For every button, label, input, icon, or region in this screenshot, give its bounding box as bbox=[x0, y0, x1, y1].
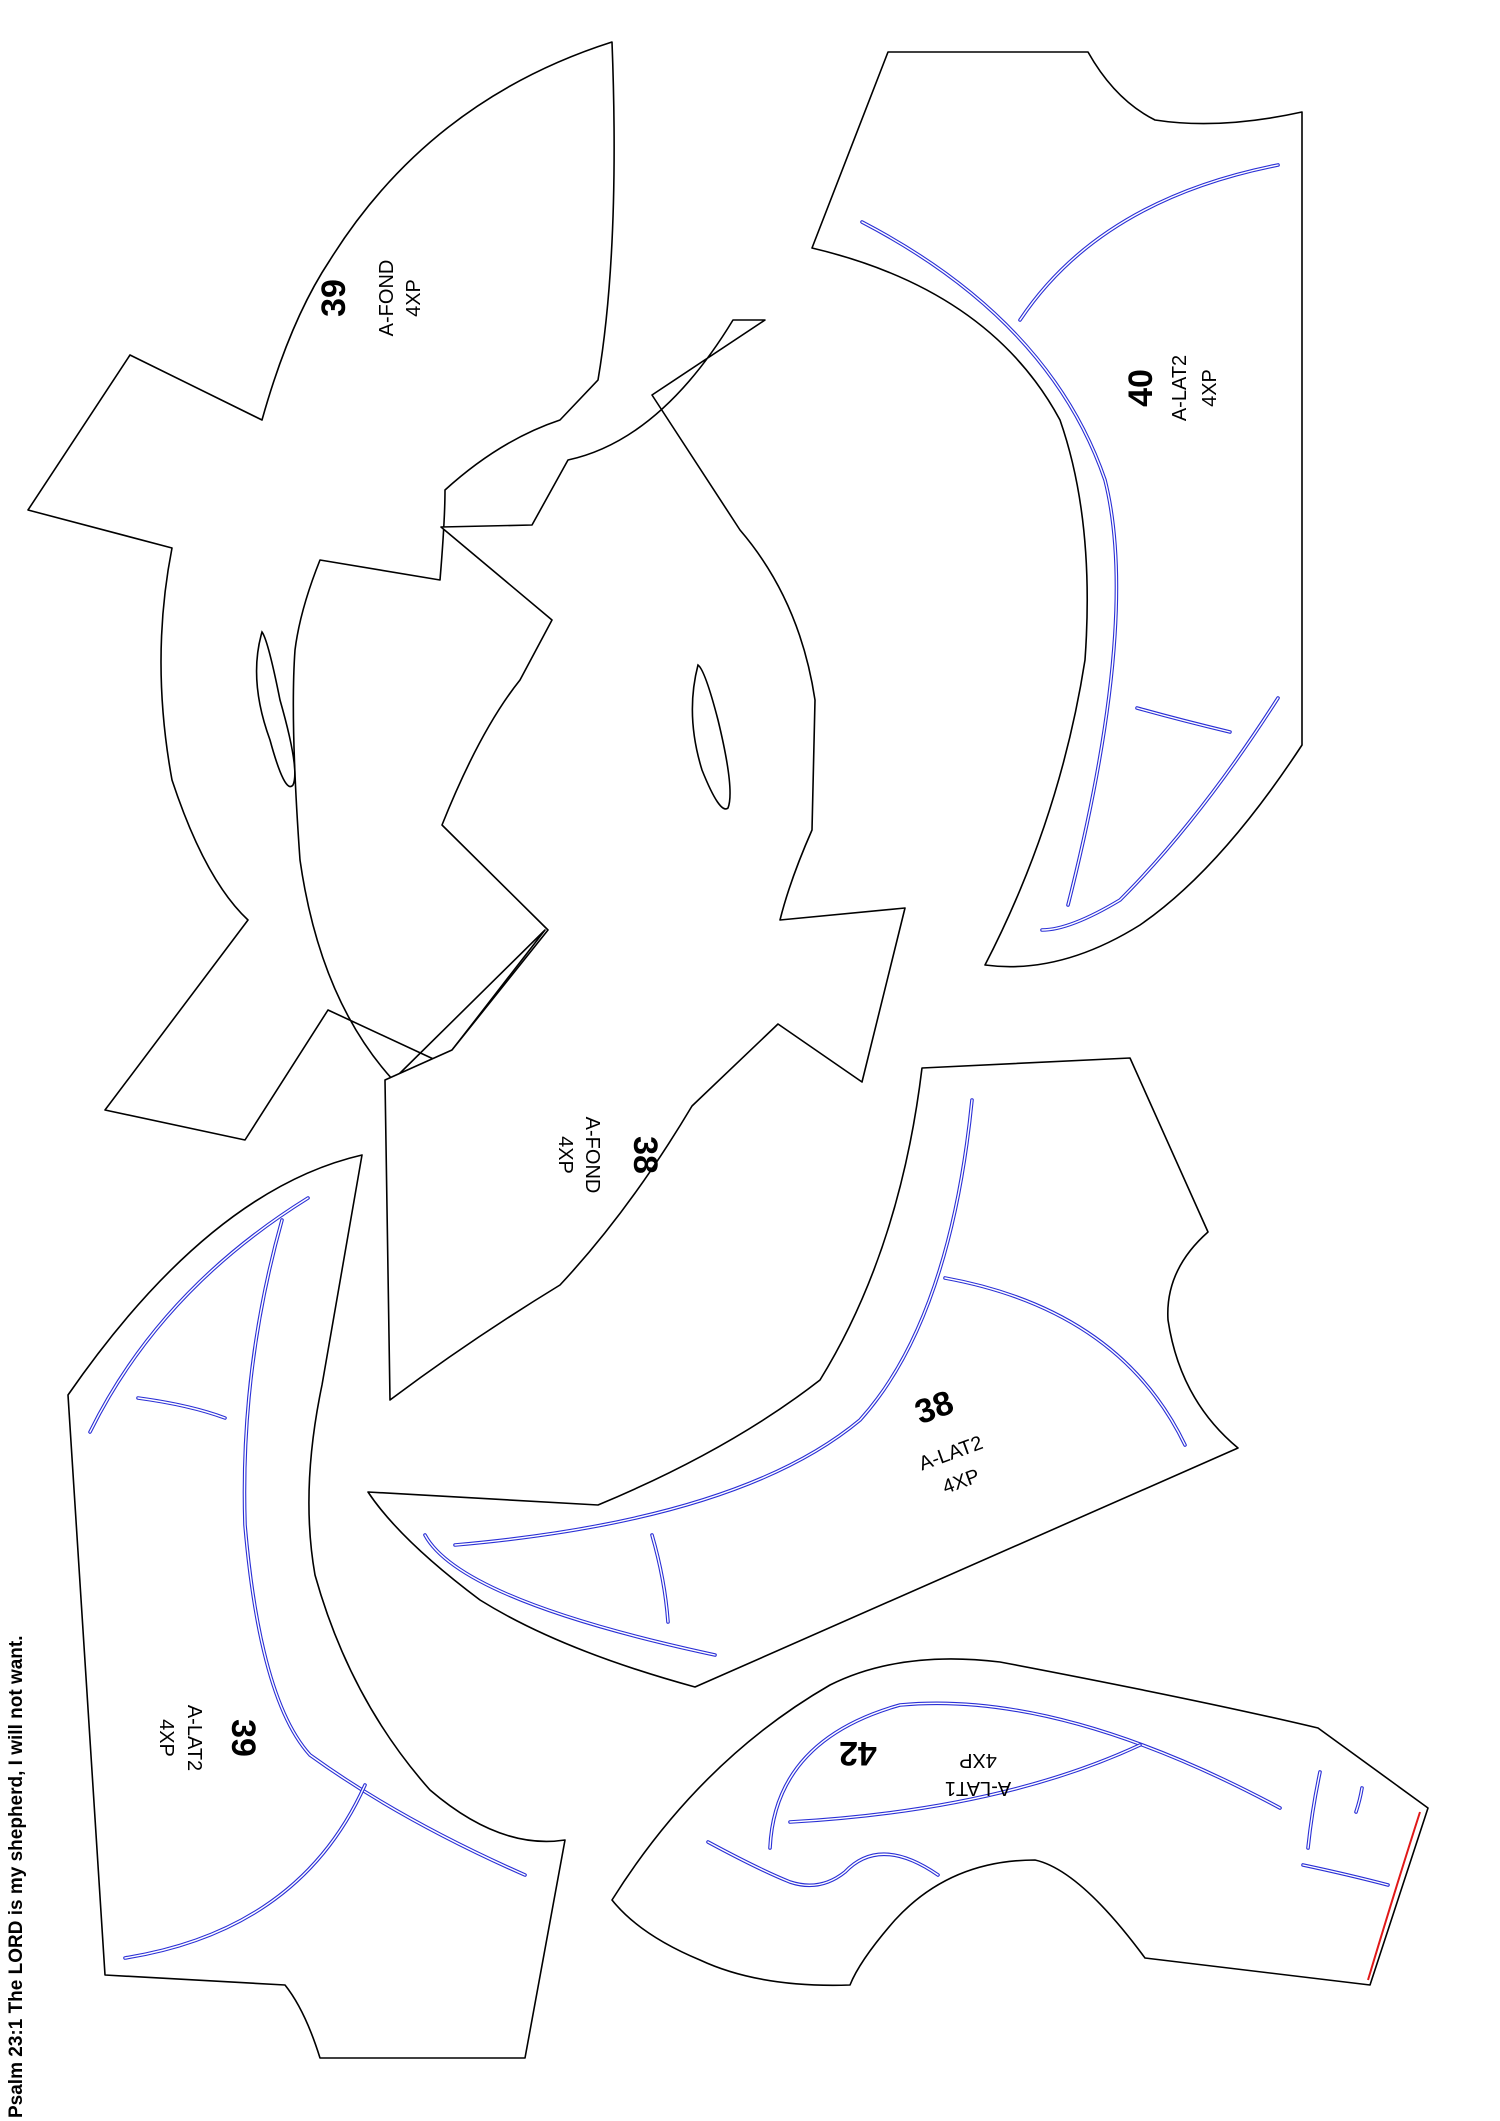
piece-39-a-lat2-outline bbox=[67, 1154, 566, 2059]
piece-38-a-lat2: 38 A-LAT2 4XP bbox=[367, 1057, 1239, 1688]
piece-42-a-lat1-outline bbox=[611, 1658, 1429, 1987]
piece-label-qty: 4XP bbox=[554, 1136, 576, 1174]
piece-40-a-lat2-outline bbox=[811, 51, 1303, 968]
piece-label-number: 39 bbox=[315, 279, 353, 317]
piece-label-qty: 4XP bbox=[959, 1749, 997, 1771]
piece-label-name: A-LAT2 bbox=[183, 1705, 205, 1771]
piece-42-a-lat1: 42 A-LAT1 4XP bbox=[611, 1658, 1429, 1987]
piece-label-number: 38 bbox=[626, 1136, 664, 1174]
piece-39-a-fond: 39 A-FOND 4XP bbox=[27, 41, 615, 1141]
piece-label-qty: 4XP bbox=[1199, 369, 1221, 407]
footer-quote: Psalm 23:1 The LORD is my shepherd, I wi… bbox=[6, 1636, 27, 2119]
piece-label-name: A-LAT1 bbox=[945, 1777, 1011, 1799]
piece-42-seam-line bbox=[1367, 1811, 1421, 1981]
piece-label-number: 42 bbox=[839, 1734, 877, 1772]
piece-39-a-fond-hole bbox=[255, 630, 296, 788]
piece-label-name: A-FOND bbox=[376, 260, 398, 337]
piece-label-number: 39 bbox=[224, 1719, 262, 1757]
piece-40-a-lat2: 40 A-LAT2 4XP bbox=[811, 51, 1303, 968]
piece-38-a-fond: 38 A-FOND 4XP bbox=[384, 319, 906, 1401]
piece-label-qty: 4XP bbox=[155, 1719, 177, 1757]
piece-label-qty: 4XP bbox=[403, 279, 425, 317]
piece-label-name: A-FOND bbox=[581, 1117, 603, 1194]
piece-label-name: A-LAT2 bbox=[1169, 355, 1191, 421]
piece-38-a-fond-outline bbox=[384, 319, 906, 1401]
piece-39-a-lat2: 39 A-LAT2 4XP bbox=[67, 1154, 566, 2059]
piece-39-a-fond-outline bbox=[27, 41, 615, 1141]
piece-38-a-fond-hole bbox=[691, 663, 731, 810]
piece-label-number: 40 bbox=[1122, 369, 1160, 407]
